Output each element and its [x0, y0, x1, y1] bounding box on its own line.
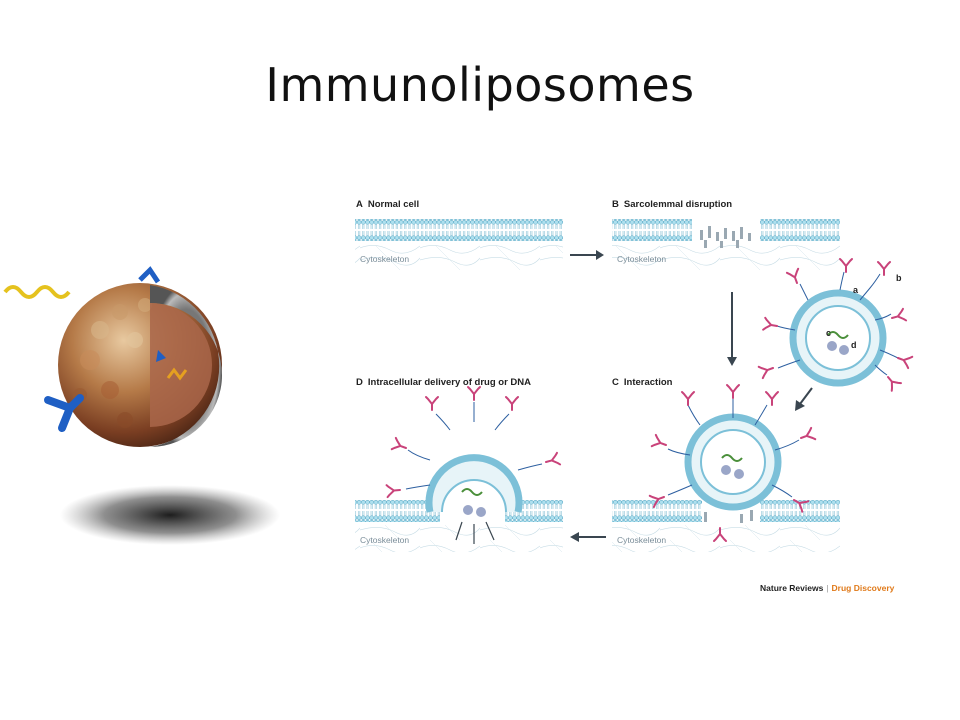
cytoskeleton-label-c: Cytoskeleton [617, 535, 667, 545]
antibody-top [138, 266, 161, 284]
liposome-bilayer-cutaway [150, 285, 222, 447]
panel-a-membrane [355, 219, 563, 270]
liposome-letter-b: b [896, 273, 902, 283]
panel-c-interaction [612, 384, 840, 552]
liposome-3d-illustration [3, 266, 280, 545]
panel-title: Sarcolemmal disruption [623, 199, 733, 210]
liposome-free [757, 258, 914, 392]
peg-chain-yellow [3, 285, 71, 299]
cytoskeleton-label-a: Cytoskeleton [360, 254, 410, 264]
cytoskeleton-label-d: Cytoskeleton [360, 535, 410, 545]
panel-letter: B [612, 199, 619, 210]
panel-label-c: C Interaction [612, 377, 672, 388]
panel-label-b: B Sarcolemmal disruption [612, 199, 732, 210]
liposome-letter-d: d [851, 340, 857, 350]
panel-letter: A [356, 199, 363, 210]
slide-title: Immunoliposomes [265, 58, 695, 112]
flow-arrows [570, 250, 813, 542]
panel-label-a: A Normal cell [356, 199, 419, 210]
credit-journal: Nature Reviews [760, 583, 824, 593]
liposome-shadow [60, 485, 280, 545]
cargo-blue [156, 350, 166, 362]
panel-title: Intracellular delivery of drug or DNA [367, 377, 531, 388]
panel-title: Normal cell [367, 199, 420, 210]
cytoskeleton-label-b: Cytoskeleton [617, 254, 667, 264]
panel-letter: C [612, 377, 619, 388]
panel-label-d: D Intracellular delivery of drug or DNA [356, 377, 531, 388]
cargo-strand [166, 367, 188, 381]
liposome-core [150, 303, 212, 427]
surface-texture [73, 298, 152, 428]
liposome-letter-a: a [853, 285, 859, 295]
panel-b-membrane [612, 219, 840, 270]
antibody-left [44, 394, 84, 432]
panel-d-delivery [355, 386, 563, 552]
credit-separator: | [826, 583, 829, 593]
panel-letter: D [356, 377, 363, 388]
credit-section: Drug Discovery [831, 583, 895, 593]
panel-title: Interaction [623, 377, 673, 388]
disrupted-lipids [700, 226, 751, 248]
figure-credit: Nature Reviews|Drug Discovery [760, 583, 894, 593]
liposome-letter-c: c [826, 328, 832, 338]
